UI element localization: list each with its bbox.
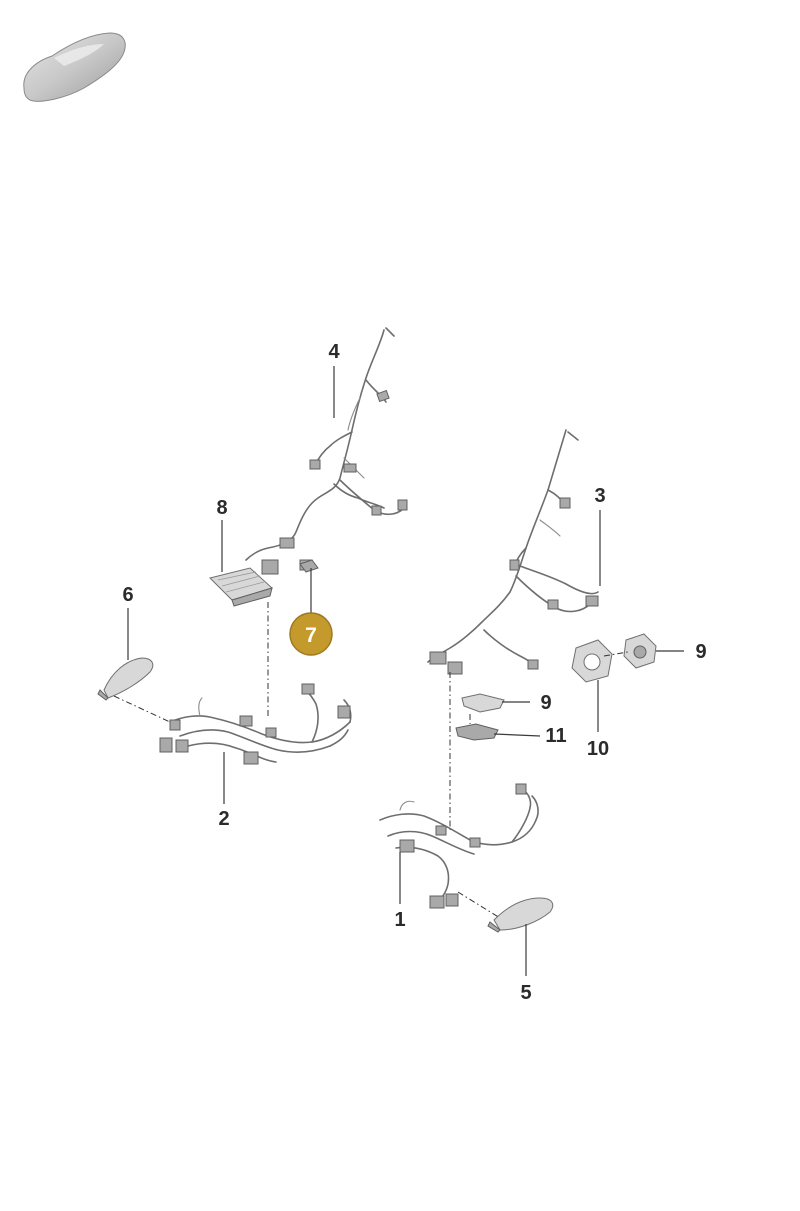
connector-part-7 bbox=[299, 559, 319, 573]
callout-2[interactable]: 2 bbox=[218, 808, 229, 830]
callout-7-badge[interactable] bbox=[289, 612, 333, 656]
plate-part-11 bbox=[455, 723, 499, 741]
mounting-plate-part-10 bbox=[571, 639, 613, 683]
callout-1[interactable]: 1 bbox=[394, 909, 405, 931]
wiring-harness-part-4 bbox=[245, 327, 408, 575]
wiring-harness-part-2 bbox=[159, 683, 352, 765]
car-silhouette-icon[interactable] bbox=[23, 32, 126, 102]
callout-8[interactable]: 8 bbox=[216, 497, 227, 519]
connection-line-10-9 bbox=[603, 651, 629, 657]
wiring-harness-part-3 bbox=[427, 429, 599, 675]
callout-7-highlighted[interactable]: 7 bbox=[289, 612, 333, 656]
callout-9-center[interactable]: 9 bbox=[540, 692, 551, 714]
callout-9-right[interactable]: 9 bbox=[695, 641, 706, 663]
connection-line-1-5 bbox=[457, 891, 501, 919]
wiring-harness-part-1 bbox=[379, 783, 539, 909]
callout-5[interactable]: 5 bbox=[520, 982, 531, 1004]
callout-10[interactable]: 10 bbox=[587, 738, 609, 760]
cover-part-5 bbox=[487, 897, 554, 933]
callout-4[interactable]: 4 bbox=[328, 341, 340, 363]
cover-part-6 bbox=[97, 657, 154, 701]
leader-11 bbox=[493, 733, 541, 737]
callout-3[interactable]: 3 bbox=[594, 485, 605, 507]
callout-7[interactable]: 7 bbox=[305, 624, 317, 647]
control-module-part-8 bbox=[209, 567, 273, 607]
callout-11[interactable]: 11 bbox=[545, 725, 566, 747]
plate-part-9-center bbox=[461, 693, 505, 713]
connection-line-6-2 bbox=[113, 695, 171, 723]
motor-part-9-right bbox=[623, 633, 657, 669]
callout-6[interactable]: 6 bbox=[122, 584, 133, 606]
